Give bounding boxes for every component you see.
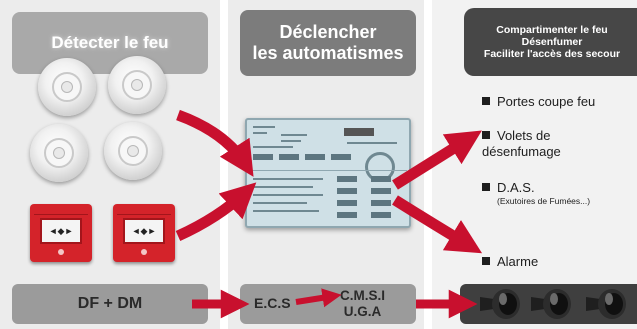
list-item: D.A.S. (Exutoires de Fumées...) <box>482 180 590 207</box>
list-item-label: Portes coupe feu <box>497 94 596 109</box>
smoke-detector-icon <box>38 58 96 116</box>
smoke-detector-icon <box>104 122 162 180</box>
trigger-footer: E.C.S C.M.S.I U.G.A <box>240 284 416 324</box>
ecs-label: E.C.S <box>254 295 291 311</box>
compartment-header-line1: Compartimenter le feu <box>496 23 608 36</box>
manual-call-point-icon: ◄◆► <box>30 204 92 262</box>
smoke-detector-icon <box>30 124 88 182</box>
trigger-header: Déclencher les automatismes <box>240 10 416 76</box>
compartment-header: Compartimenter le feu Désenfumer Facilit… <box>464 8 637 76</box>
detect-footer: DF + DM <box>12 284 208 324</box>
siren-icon <box>480 289 520 319</box>
compartment-header-line2: Désenfumer <box>521 35 583 48</box>
list-item-label: D.A.S. <box>497 180 535 195</box>
trigger-header-line1: Déclencher <box>279 22 377 43</box>
compartment-header-line3: Faciliter l'accès des secour <box>483 48 621 61</box>
cmsi-uga-label: C.M.S.I U.G.A <box>340 288 385 320</box>
detect-footer-text: DF + DM <box>77 295 143 312</box>
detect-header-text: Détecter le feu <box>51 33 169 53</box>
list-item: Portes coupe feu <box>482 94 595 110</box>
detect-header: Détecter le feu <box>12 12 208 74</box>
list-item-label: Volets de désenfumage <box>482 128 561 160</box>
list-item: Alarme <box>482 254 538 270</box>
list-item-sublabel: (Exutoires de Fumées...) <box>497 196 591 207</box>
smoke-detector-icon <box>108 56 166 114</box>
siren-icon <box>586 289 626 319</box>
trigger-header-line2: les automatismes <box>252 43 404 63</box>
cmsi-label: C.M.S.I <box>340 288 386 303</box>
call-point-glass: ◄◆► <box>40 218 82 244</box>
list-item-label: Alarme <box>497 254 539 269</box>
call-point-glass: ◄◆► <box>123 218 165 244</box>
manual-call-point-icon: ◄◆► <box>113 204 175 262</box>
list-item: Volets de désenfumage <box>482 128 612 161</box>
uga-label: U.G.A <box>343 304 382 320</box>
siren-icon <box>531 289 571 319</box>
fire-alarm-panel-icon <box>245 118 411 228</box>
